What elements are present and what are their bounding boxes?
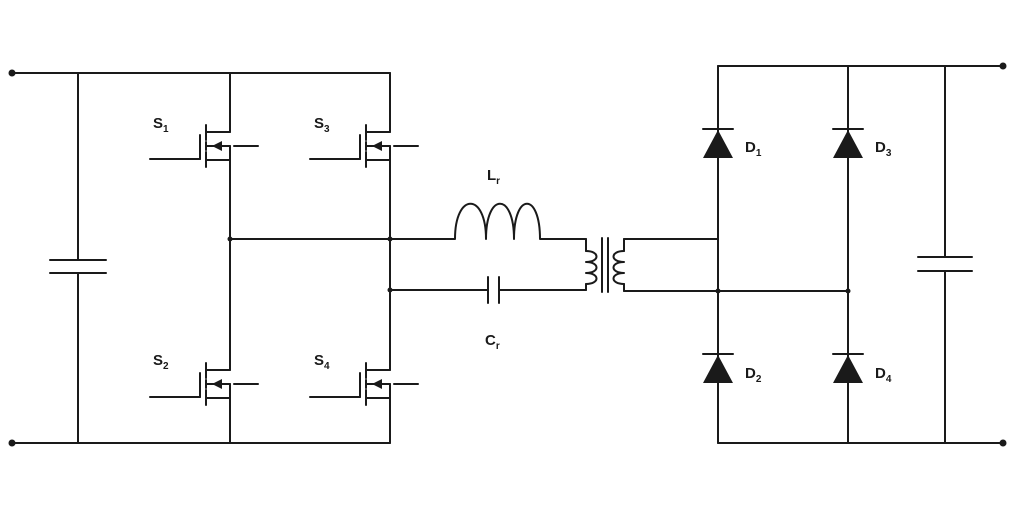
resonant-inductor-lr xyxy=(451,202,587,240)
midpoint-wires xyxy=(227,236,489,293)
label-s2: S2 xyxy=(153,352,169,372)
label-lr: Lr xyxy=(487,167,500,187)
mosfet-s1 xyxy=(149,109,259,168)
label-d1: D1 xyxy=(745,139,762,159)
input-capacitor xyxy=(49,72,107,444)
mosfet-s3 xyxy=(309,109,419,168)
output-positive-terminal xyxy=(999,62,1007,70)
label-d4: D4 xyxy=(875,365,892,385)
output-capacitor xyxy=(917,65,973,444)
component-labels: S1 S3 S2 S4 Lr Cr D1 D3 D2 D4 xyxy=(153,115,892,385)
label-s1: S1 xyxy=(153,115,169,135)
label-s3: S3 xyxy=(314,115,330,135)
input-rails xyxy=(8,69,391,447)
resonant-capacitor-cr xyxy=(487,276,587,304)
output-rails xyxy=(717,62,1007,447)
label-cr: Cr xyxy=(485,332,500,352)
transformer xyxy=(585,237,851,294)
diode-d3 xyxy=(832,128,864,158)
label-d2: D2 xyxy=(745,365,762,385)
mosfet-s4 xyxy=(309,347,419,406)
label-d3: D3 xyxy=(875,139,892,159)
diode-d1 xyxy=(702,128,734,158)
mosfet-s2 xyxy=(149,347,259,406)
diode-d2 xyxy=(702,353,734,383)
output-negative-terminal xyxy=(999,439,1007,447)
diode-d4 xyxy=(832,353,864,383)
label-s4: S4 xyxy=(314,352,330,372)
